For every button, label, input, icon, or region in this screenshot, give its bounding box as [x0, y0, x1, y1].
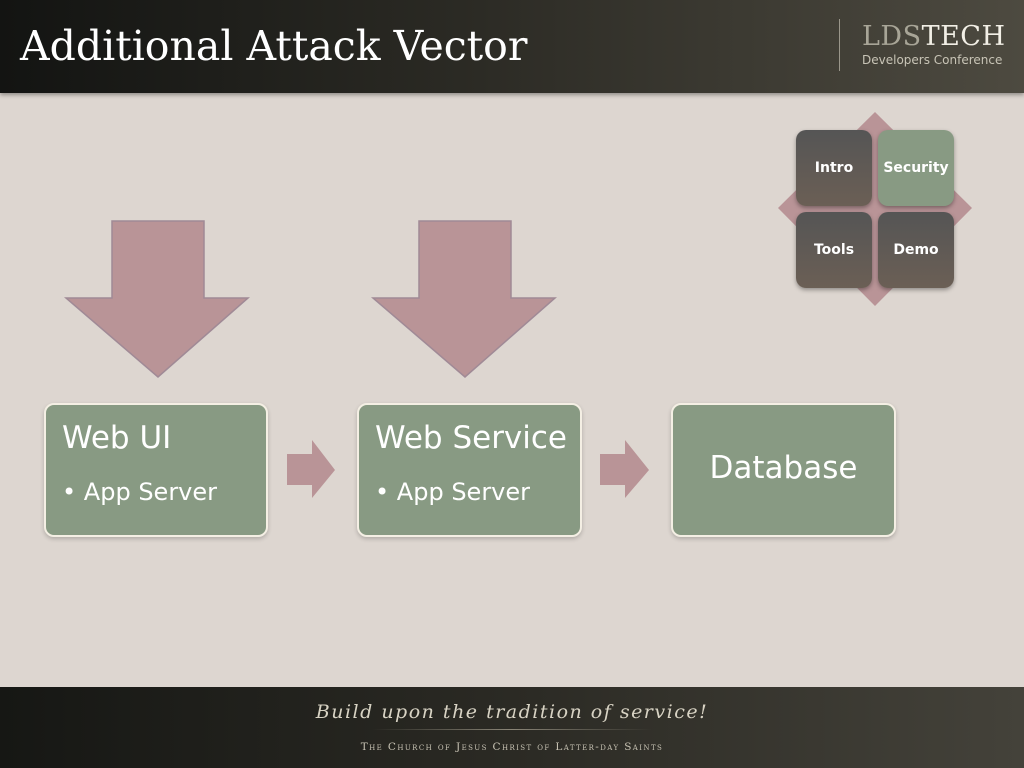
logo-wordmark: LDSTECH — [862, 22, 1012, 52]
node-database: Database — [671, 403, 896, 537]
lds-tech-logo: LDSTECH Developers Conference — [862, 22, 1012, 68]
node-web-ui: Web UI • App Server — [44, 403, 268, 537]
node-web-service-title: Web Service — [375, 420, 568, 456]
node-web-ui-bullet: • App Server — [62, 478, 218, 506]
node-web-ui-title: Web UI — [62, 420, 172, 456]
node-web-service-bullet-text: App Server — [396, 478, 531, 506]
attack-arrow-web-service — [370, 220, 557, 378]
node-web-ui-bullet-text: App Server — [83, 478, 218, 506]
slide-header: Additional Attack Vector LDSTECH Develop… — [0, 0, 1024, 93]
logo-lds: LDS — [862, 21, 922, 52]
footer-divider — [372, 729, 652, 730]
slide-title: Additional Attack Vector — [20, 22, 528, 70]
flow-arrow-1 — [287, 440, 335, 498]
footer-tagline: Build upon the tradition of service! — [315, 701, 709, 723]
logo-tech: TECH — [921, 21, 1006, 52]
footer-church-name: The Church of Jesus Christ of Latter-day… — [360, 741, 664, 753]
node-database-title: Database — [709, 450, 858, 486]
logo-subtitle: Developers Conference — [862, 53, 1003, 67]
logo-divider — [839, 19, 840, 71]
nav-tile-demo[interactable]: Demo — [878, 212, 954, 288]
node-web-service: Web Service • App Server — [357, 403, 582, 537]
node-web-service-bullet: • App Server — [375, 478, 531, 506]
slide-footer: Build upon the tradition of service! The… — [0, 687, 1024, 768]
nav-tile-intro[interactable]: Intro — [796, 130, 872, 206]
nav-tile-tools[interactable]: Tools — [796, 212, 872, 288]
flow-arrow-2 — [600, 440, 649, 498]
attack-arrow-web-ui — [63, 220, 250, 378]
nav-tile-security[interactable]: Security — [878, 130, 954, 206]
